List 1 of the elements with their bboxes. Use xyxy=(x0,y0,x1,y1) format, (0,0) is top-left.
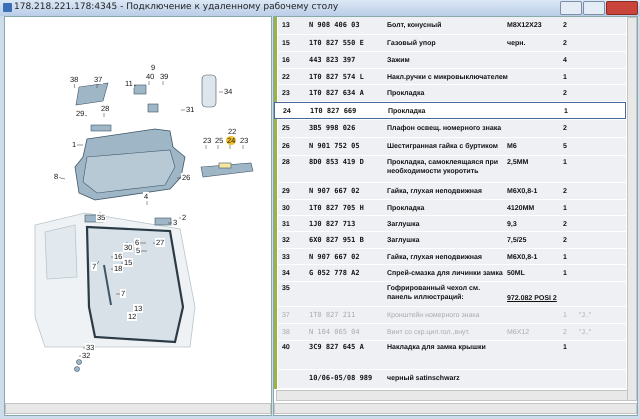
window-title: 178.218.221.178:4345 - Подключение к удаленному рабочему столу xyxy=(14,2,338,12)
